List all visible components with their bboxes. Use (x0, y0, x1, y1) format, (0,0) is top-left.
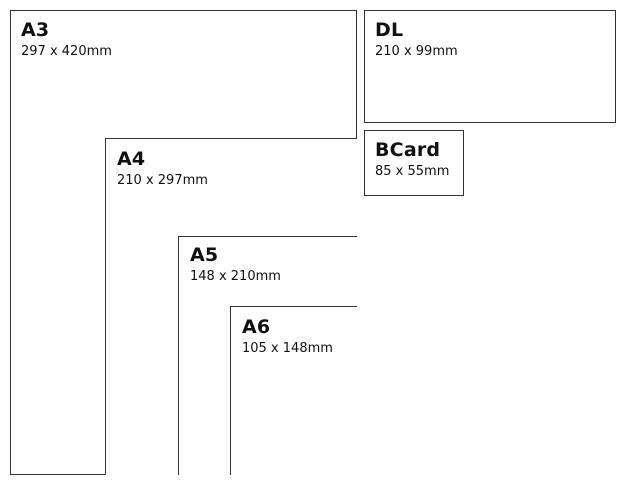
sheet-a6: A6 105 x 148mm (230, 306, 357, 475)
sheet-a3-dimensions: 297 x 420mm (21, 44, 112, 59)
sheet-a3-name: A3 (21, 19, 50, 41)
sheet-a4-name: A4 (117, 148, 146, 170)
sheet-a4-dimensions: 210 x 297mm (117, 173, 208, 188)
sheet-a5-dimensions: 148 x 210mm (190, 269, 281, 284)
sheet-bcard: BCard 85 x 55mm (364, 130, 464, 196)
sheet-dl-name: DL (375, 19, 404, 41)
sheet-bcard-dimensions: 85 x 55mm (375, 164, 450, 179)
sheet-dl: DL 210 x 99mm (364, 10, 616, 123)
sheet-dl-dimensions: 210 x 99mm (375, 44, 458, 59)
sheet-bcard-name: BCard (375, 139, 441, 161)
sheet-a5-name: A5 (190, 244, 219, 266)
sheet-a6-name: A6 (242, 316, 271, 338)
sheet-a6-dimensions: 105 x 148mm (242, 341, 333, 356)
